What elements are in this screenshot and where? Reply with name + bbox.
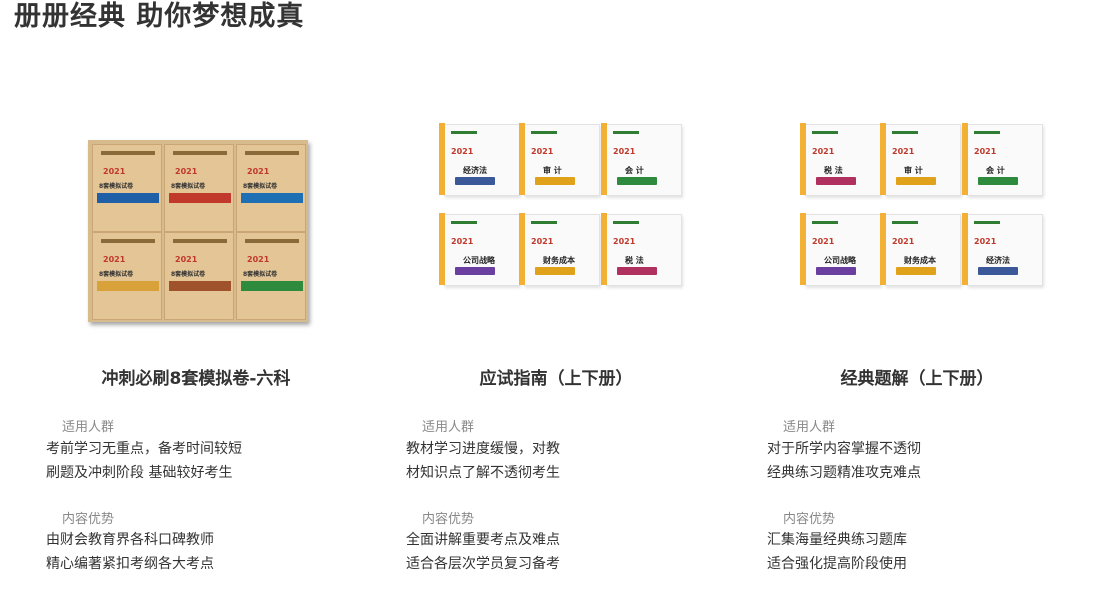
product-name[interactable]: 经典题解（上下册）	[840, 369, 994, 389]
advantage-label: 内容优势	[62, 512, 115, 527]
advantage-line: 精心编著紧扣考纲各大考点	[46, 556, 214, 572]
audience-line: 教材学习进度缓慢，对教	[406, 441, 560, 457]
product-name[interactable]: 应试指南（上下册）	[479, 369, 633, 389]
audience-label: 适用人群	[422, 420, 475, 435]
audience-label: 适用人群	[62, 420, 115, 435]
advantage-line: 汇集海量经典练习题库	[767, 532, 907, 548]
advantage-line: 适合强化提高阶段使用	[767, 556, 907, 572]
advantage-line: 全面讲解重要考点及难点	[406, 532, 560, 548]
audience-line: 刷题及冲刺阶段 基础较好考生	[46, 465, 233, 481]
advantage-line: 适合各层次学员复习备考	[406, 556, 560, 572]
advantage-label: 内容优势	[422, 512, 475, 527]
audience-line: 材知识点了解不透彻考生	[406, 465, 560, 481]
advantage-line: 由财会教育界各科口碑教师	[46, 532, 214, 548]
audience-line: 对于所学内容掌握不透彻	[767, 441, 921, 457]
audience-label: 适用人群	[783, 420, 836, 435]
page-title: 册册经典 助你梦想成真	[14, 1, 305, 32]
audience-line: 考前学习无重点，备考时间较短	[46, 441, 242, 457]
product-name[interactable]: 冲刺必刷8套模拟卷-六科	[101, 369, 291, 389]
advantage-label: 内容优势	[783, 512, 836, 527]
audience-line: 经典练习题精准攻克难点	[767, 465, 921, 481]
